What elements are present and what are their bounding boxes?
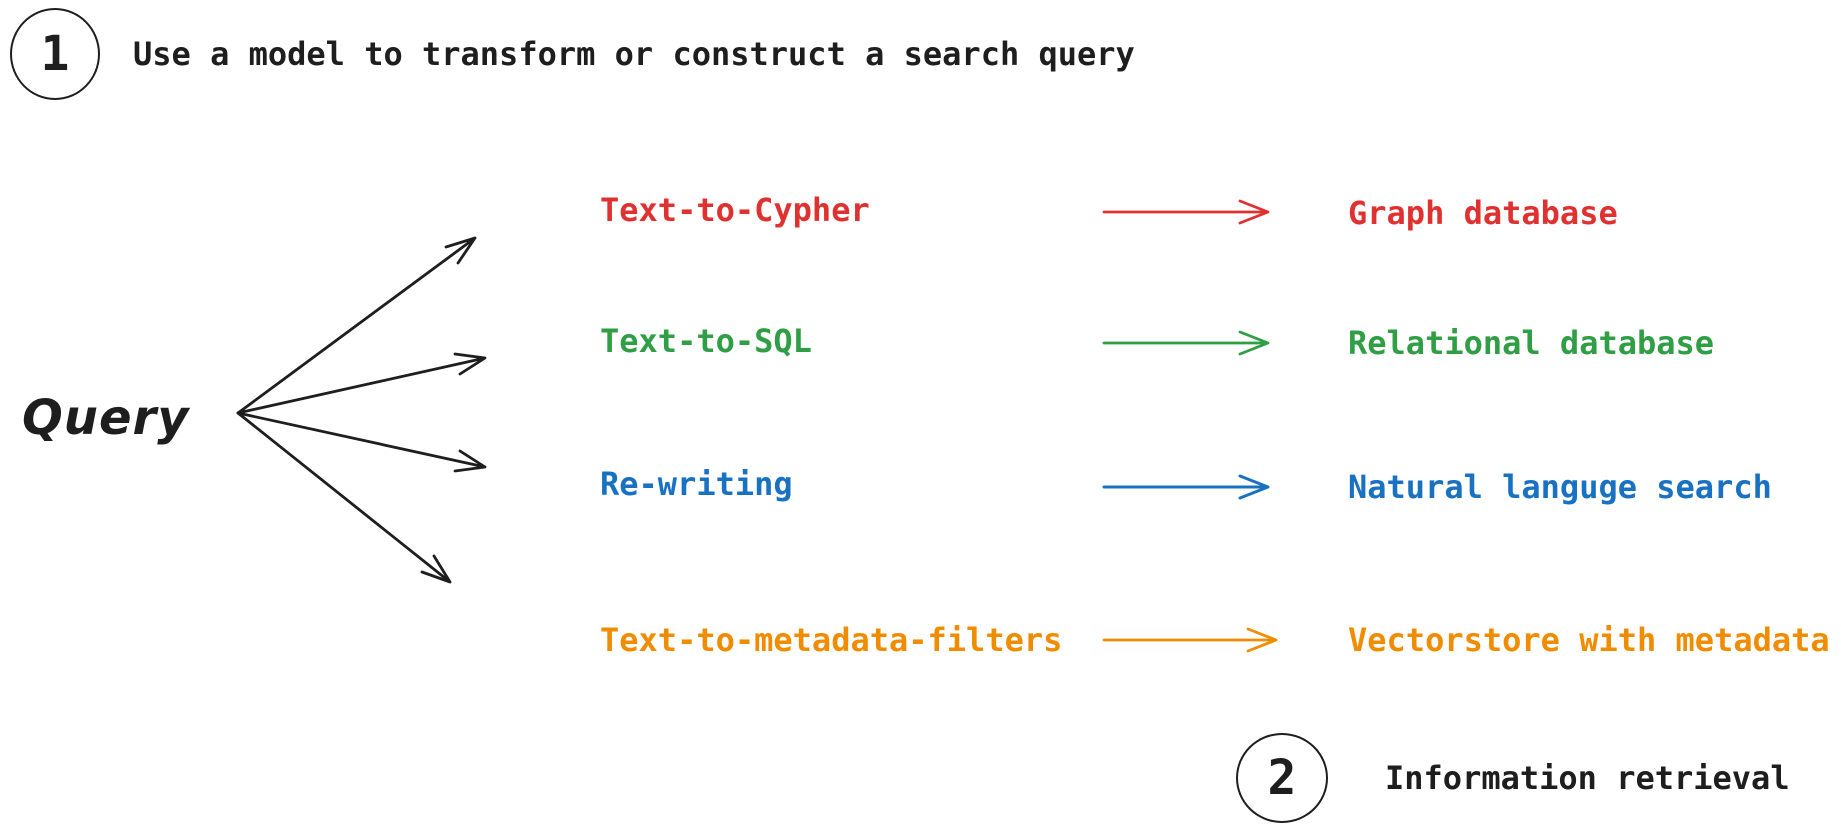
target-label: Vectorstore with metadata: [1348, 621, 1830, 659]
target-label: Graph database: [1348, 194, 1618, 232]
transform-label: Text-to-metadata-filters: [600, 621, 1063, 659]
step-1-number: 1: [40, 26, 70, 82]
step-2-badge: 2: [1236, 733, 1328, 823]
fan-arrow-3: [236, 411, 487, 473]
flow-arrow: [1102, 474, 1270, 500]
step-2-number: 2: [1267, 750, 1297, 806]
flow-arrow: [1102, 330, 1270, 356]
flow-arrow: [1102, 199, 1270, 225]
step-1-badge: 1: [10, 8, 100, 100]
query-label: Query: [22, 390, 190, 446]
step-2-label: Information retrieval: [1385, 759, 1790, 797]
fan-arrow-1: [236, 236, 477, 415]
transform-label: Text-to-Cypher: [600, 191, 870, 229]
fan-arrow-2: [236, 352, 487, 415]
target-label: Relational database: [1348, 324, 1715, 362]
target-label: Natural languge search: [1348, 468, 1772, 506]
transform-label: Text-to-SQL: [600, 322, 812, 360]
flow-arrow: [1102, 627, 1278, 653]
fan-arrow-4: [236, 411, 452, 584]
transform-label: Re-writing: [600, 465, 793, 503]
step-1-label: Use a model to transform or construct a …: [133, 35, 1135, 73]
